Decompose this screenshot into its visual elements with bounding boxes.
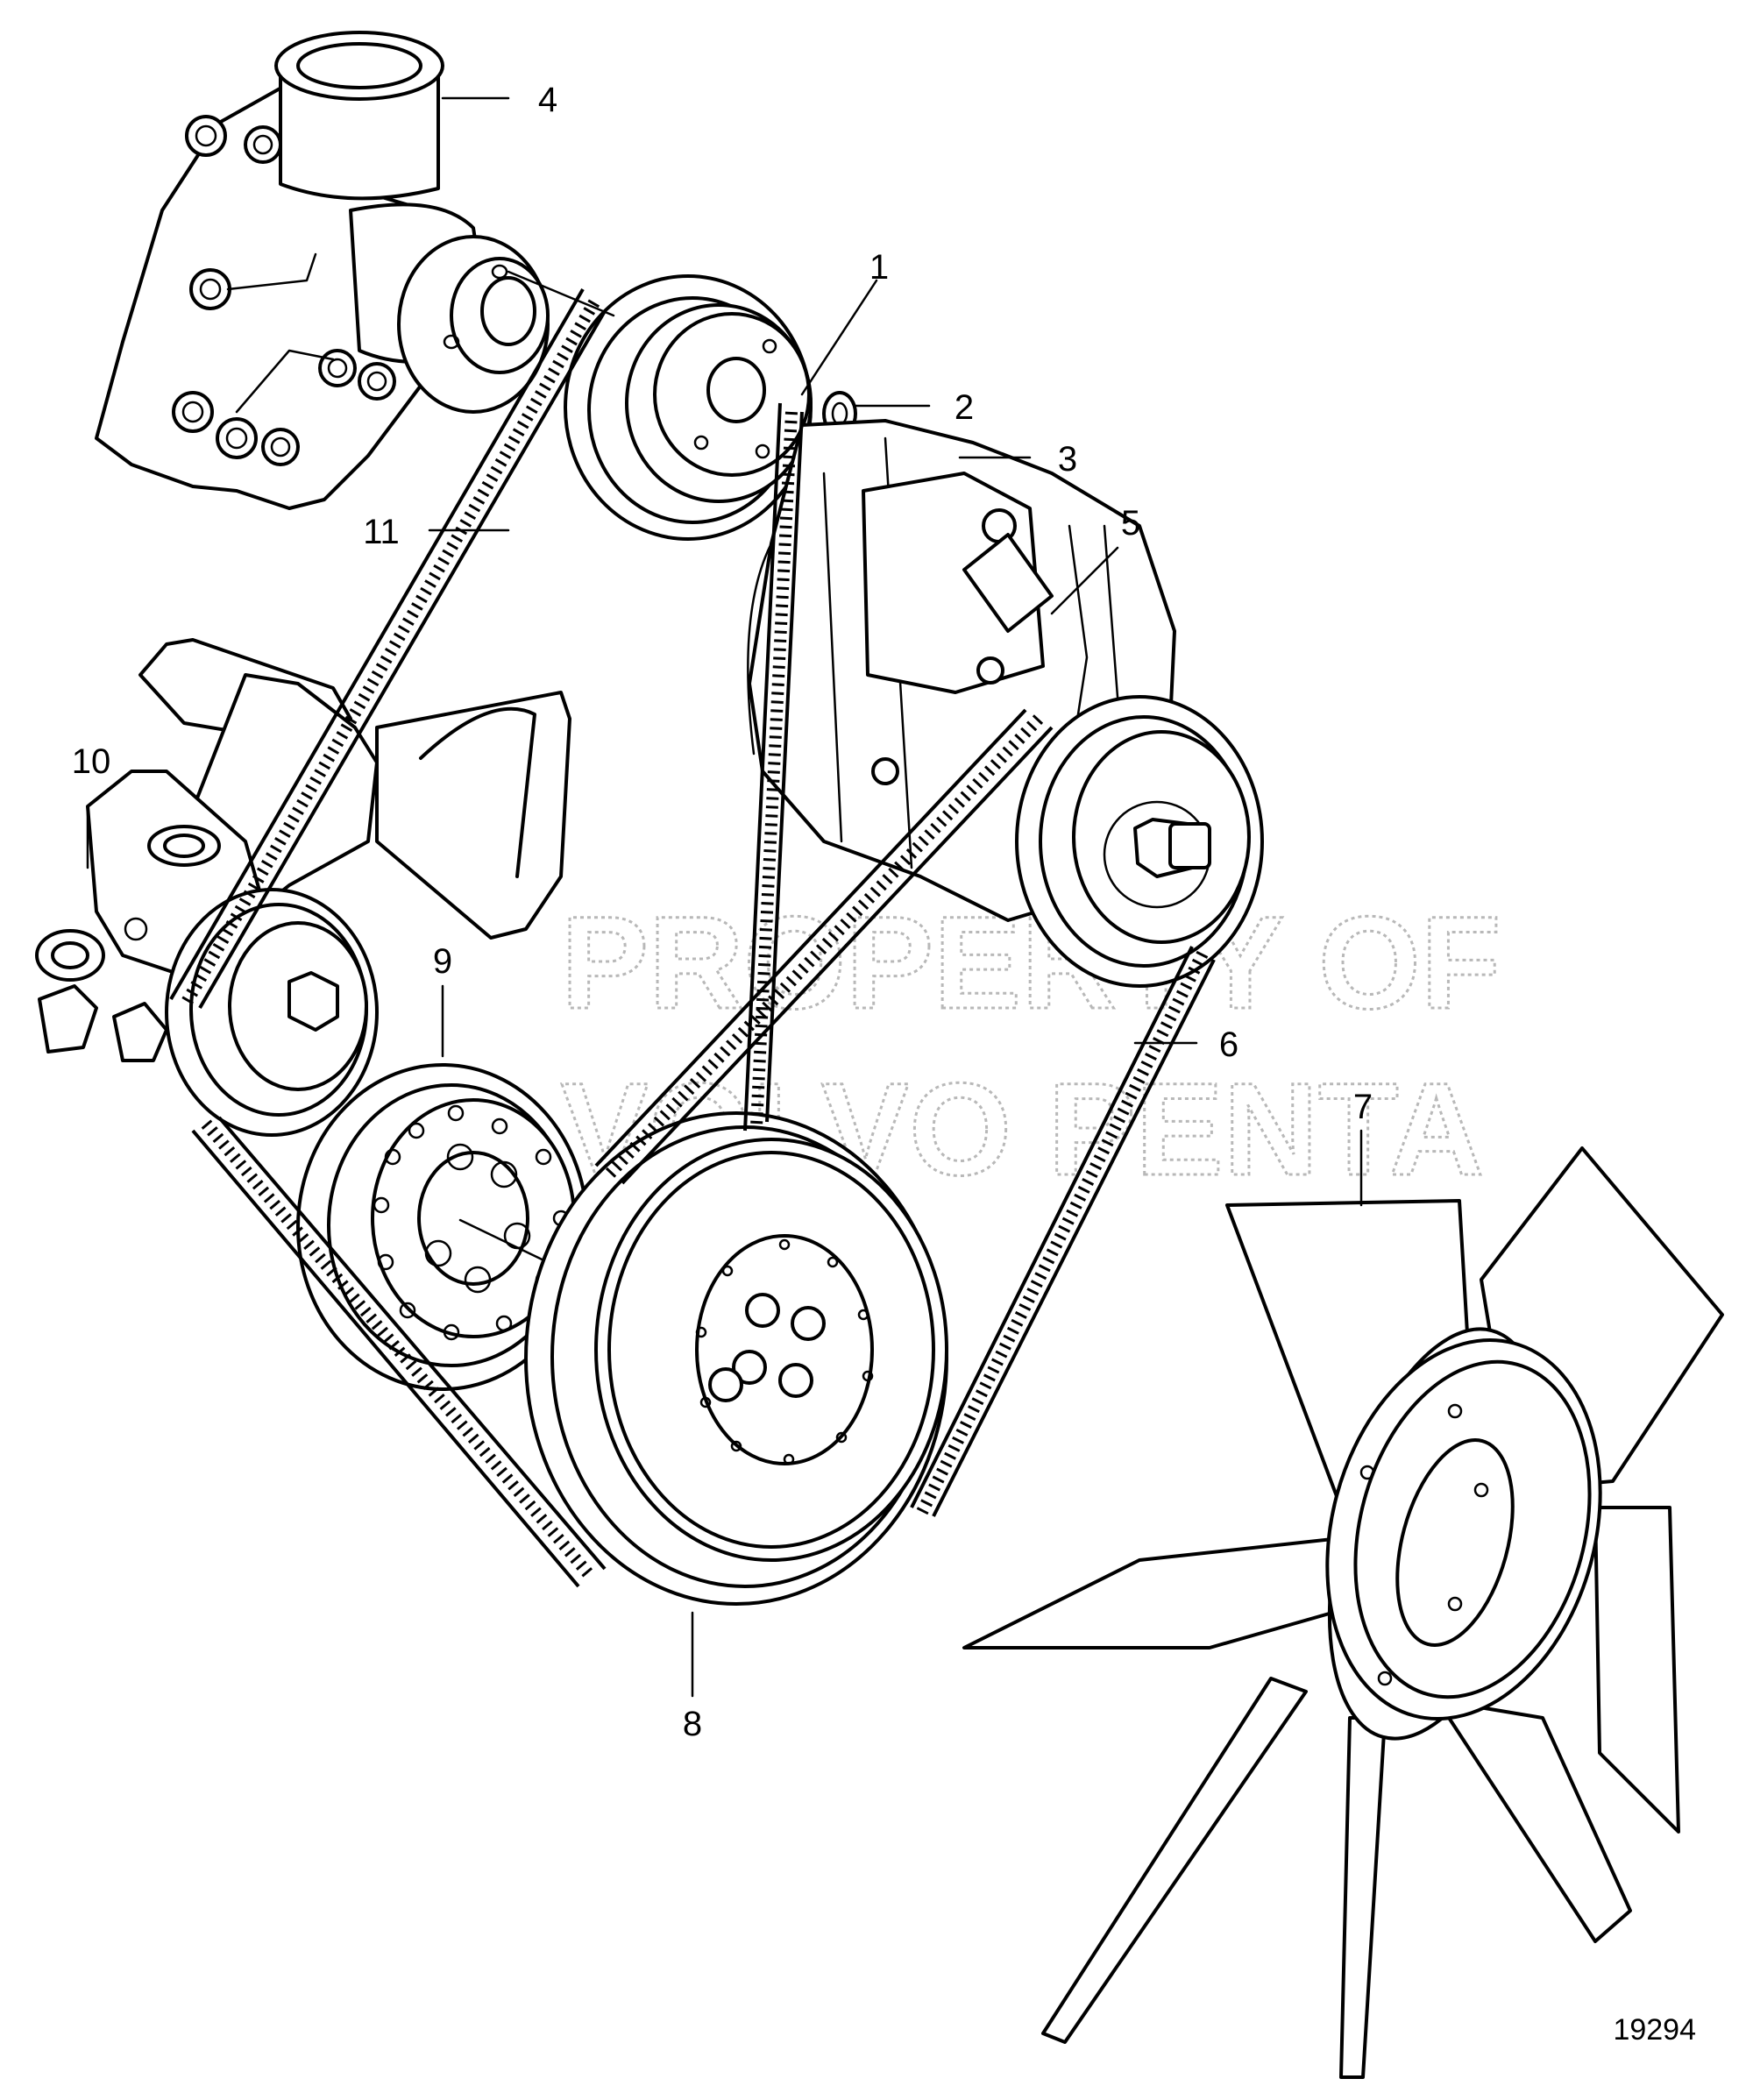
- cooling-fan: [962, 1146, 1724, 2079]
- callout-7: 7: [1353, 1088, 1373, 1126]
- leader-lines: [86, 96, 1363, 1698]
- belt-v-ribbed: [594, 402, 1216, 1517]
- callout-10: 10: [72, 742, 111, 781]
- main-crankshaft-pulley: [524, 1111, 948, 1606]
- callout-8: 8: [683, 1705, 702, 1743]
- callout-9: 9: [433, 942, 452, 981]
- callout-11: 11: [363, 513, 400, 551]
- water-pump-housing: [95, 31, 550, 510]
- callouts: 1 2 3 4 5 6 7 8 9 10 11: [72, 81, 1373, 1743]
- callout-6: 6: [1219, 1025, 1238, 1064]
- callout-3: 3: [1058, 440, 1077, 479]
- leader-5: [1050, 546, 1119, 615]
- alternator-pulley: [1015, 695, 1264, 988]
- belt-long: [169, 287, 607, 1588]
- callout-5: 5: [1121, 504, 1140, 543]
- leader-1: [800, 279, 878, 396]
- tensioner-pulley: [165, 888, 379, 1137]
- callout-4: 4: [538, 81, 557, 119]
- drawing-number: 19294: [1613, 2013, 1696, 2047]
- callout-2: 2: [955, 388, 974, 427]
- callout-1: 1: [869, 248, 889, 287]
- water-pump-pulley: [507, 270, 813, 541]
